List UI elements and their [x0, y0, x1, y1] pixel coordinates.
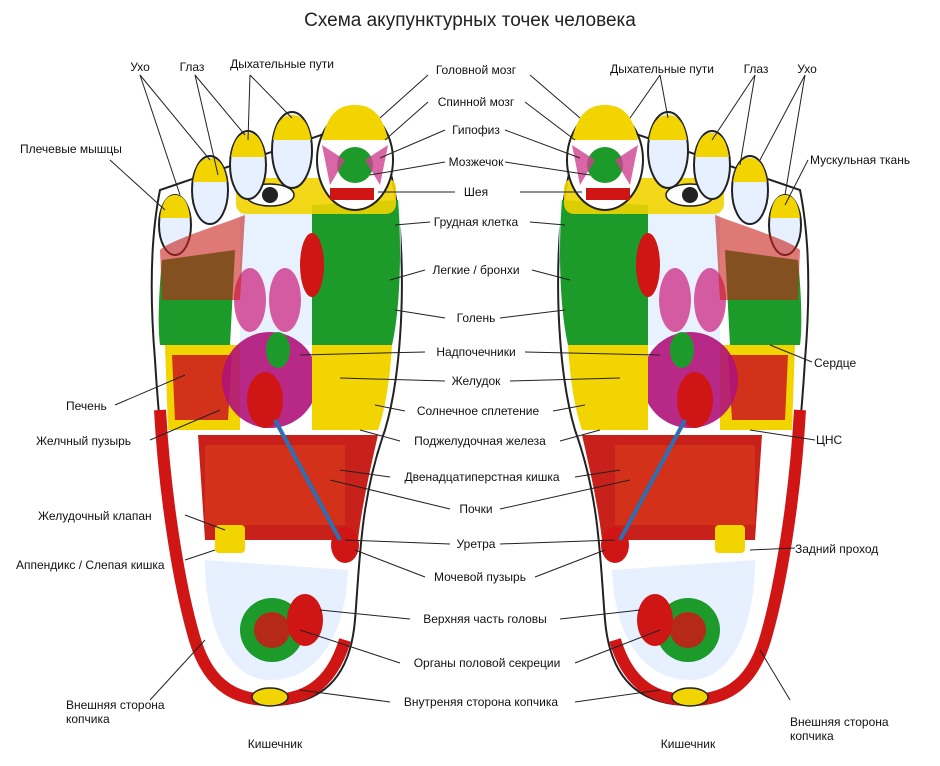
label-right-intestine: Кишечник — [660, 737, 716, 751]
right-foot — [558, 105, 808, 706]
label-head-top: Верхняя часть головы — [423, 612, 547, 626]
label-left-coccyx-outer: Внешняя сторона копчика — [66, 698, 165, 726]
label-urethra: Уретра — [456, 537, 496, 551]
label-left-ear: Ухо — [130, 60, 150, 74]
label-stomach: Желудок — [451, 374, 501, 388]
label-gallbladder: Желчный пузырь — [36, 434, 132, 448]
label-brain: Головной мозг — [435, 63, 517, 77]
label-left-airways: Дыхательные пути — [230, 57, 334, 71]
label-right-eye: Глаз — [743, 62, 769, 76]
label-liver: Печень — [66, 399, 107, 413]
label-right-ear: Ухо — [797, 62, 817, 76]
label-kidneys: Почки — [459, 502, 493, 516]
label-solar: Солнечное сплетение — [416, 404, 540, 418]
label-heart: Сердце — [814, 356, 857, 370]
label-right-airways: Дыхательные пути — [610, 62, 714, 76]
label-shoulder: Плечевые мышцы — [20, 142, 122, 156]
label-genital: Органы половой секреции — [413, 656, 561, 670]
label-shin: Голень — [456, 311, 496, 325]
label-bladder: Мочевой пузырь — [434, 570, 526, 584]
label-right-coccyx-outer: Внешняя сторона копчика — [790, 715, 889, 743]
label-lungs: Легкие / бронхи — [432, 263, 520, 277]
label-appendix: Аппендикс / Слепая кишка — [16, 558, 165, 572]
label-chest: Грудная клетка — [433, 215, 519, 229]
label-left-eye: Глаз — [179, 60, 205, 74]
label-coccyx-inner: Внутреняя сторона копчика — [403, 695, 559, 709]
label-neck: Шея — [463, 185, 489, 199]
label-cerebellum: Мозжечок — [448, 155, 504, 169]
label-muscle: Мускульная ткань — [810, 153, 911, 167]
label-anus: Задний проход — [795, 542, 879, 556]
label-pituitary: Гипофиз — [452, 123, 500, 137]
label-pancreas: Поджелудочная железа — [414, 434, 546, 448]
label-stomach-valve: Желудочный клапан — [38, 509, 152, 523]
label-duodenum: Двенадцатиперстная кишка — [404, 470, 560, 484]
left-foot — [152, 105, 402, 706]
label-left-intestine: Кишечник — [247, 737, 303, 751]
leader-lines — [109, 74, 816, 703]
page-title: Схема акупунктурных точек человека — [304, 10, 636, 31]
label-spinal: Спинной мозг — [437, 95, 515, 109]
label-adrenal: Надпочечники — [436, 345, 516, 359]
label-cns: ЦНС — [816, 433, 843, 447]
